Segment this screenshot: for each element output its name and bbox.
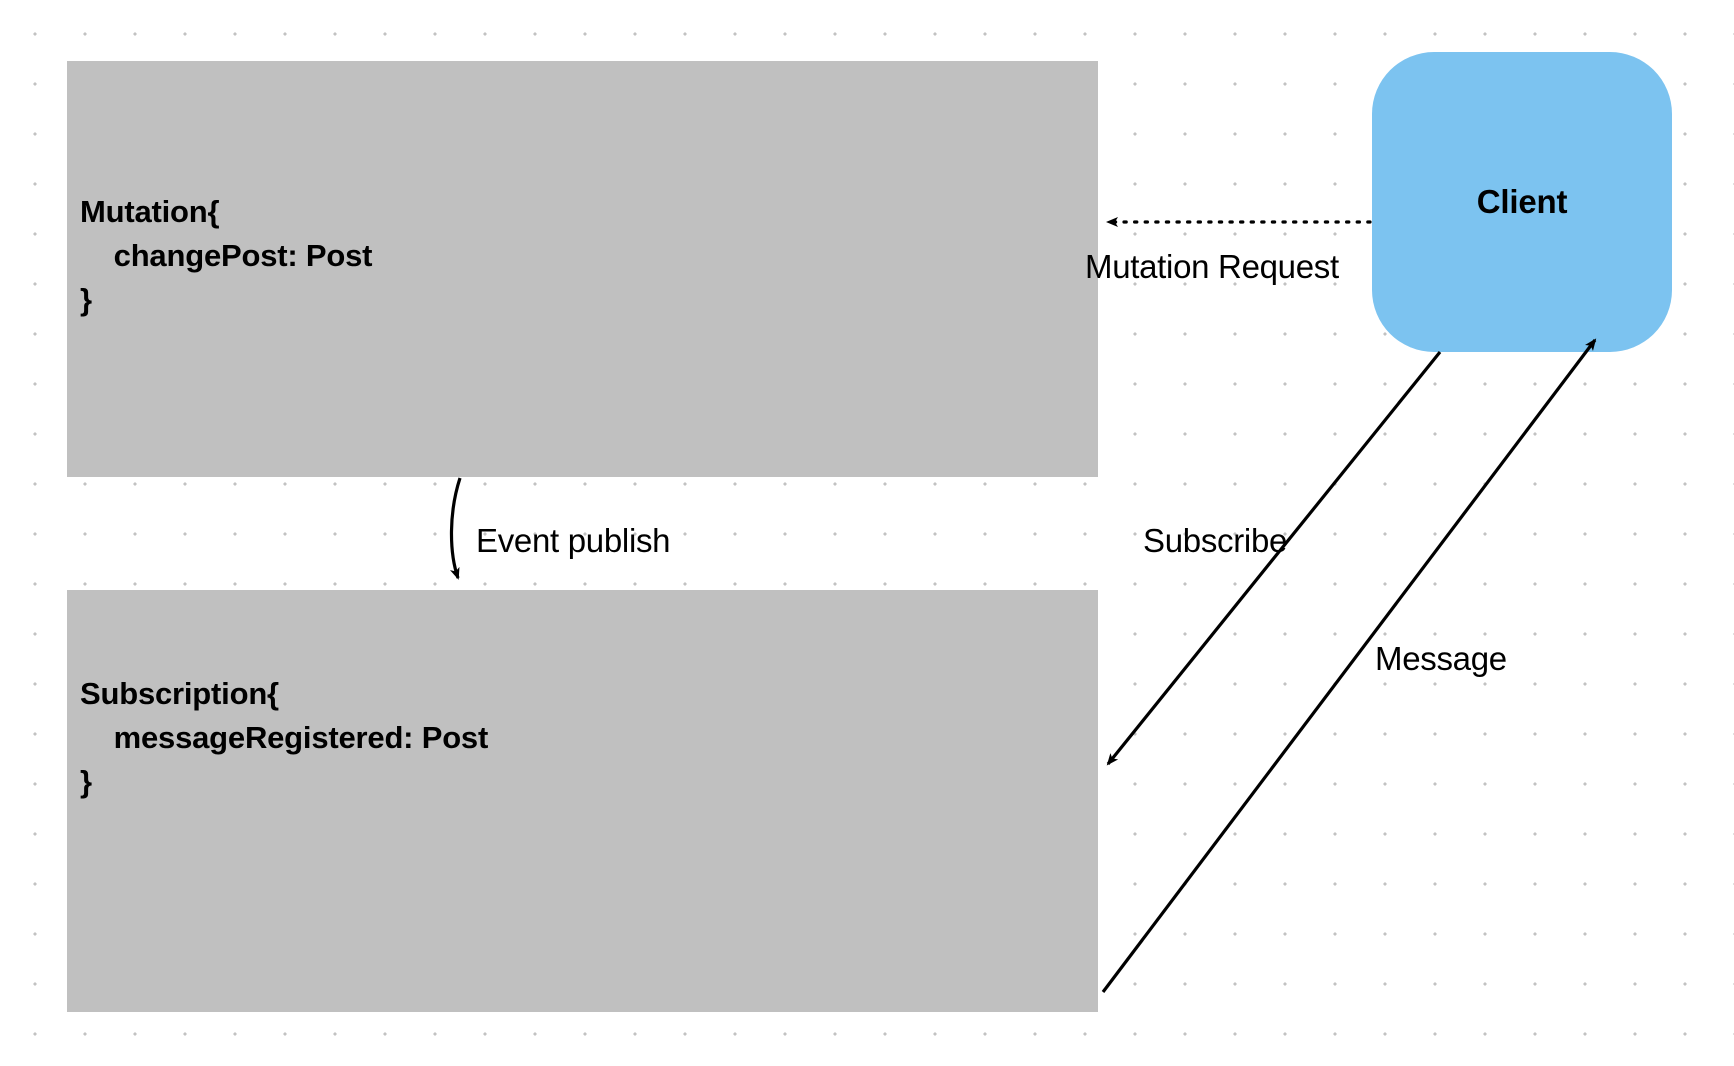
edge-event-publish bbox=[449, 477, 462, 580]
node-mutation[interactable] bbox=[67, 61, 1098, 477]
node-subscription[interactable] bbox=[67, 590, 1098, 1012]
edge-label-event-publish: Event publish bbox=[476, 522, 671, 559]
node-subscription-code: Subscription{ messageRegistered: Post } bbox=[80, 676, 489, 799]
node-mutation-code: Mutation{ changePost: Post } bbox=[80, 194, 373, 317]
node-client-label: Client bbox=[1476, 183, 1568, 220]
edge-message bbox=[1101, 338, 1597, 993]
edge-label-mutation-request: Mutation Request bbox=[1085, 248, 1339, 285]
edge-label-message: Message bbox=[1375, 640, 1507, 677]
edge-label-subscribe: Subscribe bbox=[1143, 522, 1288, 559]
node-client[interactable]: Client bbox=[1372, 52, 1672, 352]
